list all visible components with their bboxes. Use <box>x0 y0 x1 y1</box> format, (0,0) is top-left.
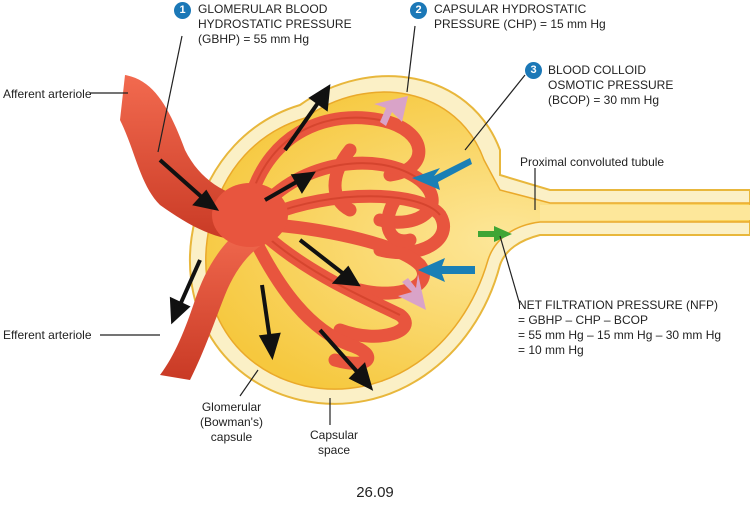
leader-lines <box>90 25 536 425</box>
capsule-line: (Bowman's) <box>200 415 263 429</box>
chp-label: CAPSULAR HYDROSTATIC PRESSURE (CHP) = 15… <box>434 2 606 32</box>
gbhp-number-badge: 1 <box>174 2 191 19</box>
bowmans-capsule-label: Glomerular (Bowman's) capsule <box>200 400 263 445</box>
nfp-line: NET FILTRATION PRESSURE (NFP) <box>518 298 719 312</box>
afferent-arteriole-label: Afferent arteriole <box>3 87 92 101</box>
space-line: Capsular <box>310 428 359 442</box>
gbhp-line: HYDROSTATIC PRESSURE <box>198 17 352 31</box>
chp-line: PRESSURE (CHP) = 15 mm Hg <box>434 17 606 31</box>
chp-line: CAPSULAR HYDROSTATIC <box>434 2 587 16</box>
gbhp-line: (GBHP) = 55 mm Hg <box>198 32 310 46</box>
bcop-line: OSMOTIC PRESSURE <box>548 78 674 92</box>
nfp-label: NET FILTRATION PRESSURE (NFP) = GBHP – C… <box>518 298 721 358</box>
proximal-tubule <box>540 205 750 220</box>
chp-arrows <box>374 96 426 310</box>
figure-number: 26.09 <box>356 484 394 501</box>
bcop-arrows <box>412 158 475 282</box>
capsular-space-label: Capsular space <box>310 428 358 458</box>
nfp-line: = GBHP – CHP – BCOP <box>518 313 648 327</box>
nfp-line: = 55 mm Hg – 15 mm Hg – 30 mm Hg <box>518 328 722 342</box>
efferent-arteriole <box>160 225 270 380</box>
nfp-line: = 10 mm Hg <box>518 343 584 357</box>
bcop-line: BLOOD COLLOID <box>548 63 647 77</box>
gbhp-line: GLOMERULAR BLOOD <box>198 2 328 16</box>
bcop-line: (BCOP) = 30 mm Hg <box>548 93 660 107</box>
space-line: space <box>318 443 351 457</box>
nfp-arrow <box>478 226 512 242</box>
gbhp-arrows <box>158 84 374 391</box>
capsule-line: Glomerular <box>201 400 262 414</box>
capsule-line: capsule <box>210 430 253 444</box>
proximal-tubule-label: Proximal convoluted tubule <box>520 155 665 169</box>
efferent-arteriole-label: Efferent arteriole <box>3 328 92 342</box>
chp-number-badge: 2 <box>410 2 427 19</box>
bcop-number-badge: 3 <box>525 62 542 79</box>
bcop-label: BLOOD COLLOID OSMOTIC PRESSURE (BCOP) = … <box>548 63 673 108</box>
gbhp-label: GLOMERULAR BLOOD HYDROSTATIC PRESSURE (G… <box>198 2 352 47</box>
